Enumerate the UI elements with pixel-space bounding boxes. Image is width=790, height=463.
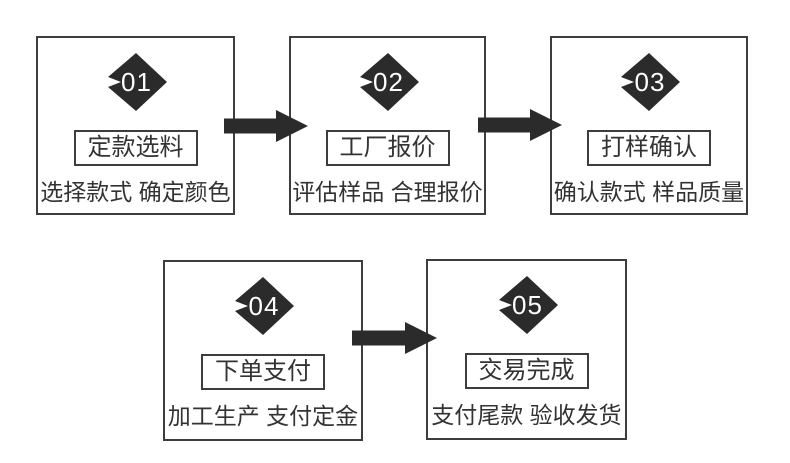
step-subtitle: 加工生产 支付定金 — [167, 403, 359, 429]
diamond-badge: 03 — [618, 53, 680, 111]
step-title: 交易完成 — [464, 353, 589, 389]
step-title: 定款选料 — [73, 130, 198, 166]
step-box-01: 01 定款选料 选择款式 确定颜色 — [36, 36, 235, 215]
diamond-ribbon-icon — [235, 277, 294, 335]
diamond-badge: 04 — [232, 277, 294, 335]
diamond-badge: 05 — [496, 276, 558, 334]
step-subtitle: 选择款式 确定颜色 — [40, 179, 231, 205]
diamond-ribbon-icon — [498, 276, 558, 334]
diamond-badge: 02 — [357, 53, 419, 111]
diamond-ribbon-icon — [107, 53, 167, 111]
diamond-ribbon-icon — [621, 53, 680, 111]
diamond-badge: 01 — [105, 53, 167, 111]
step-box-05: 05 交易完成 支付尾款 验收发货 — [426, 259, 627, 440]
flow-arrow-right-icon-3 — [352, 322, 437, 354]
step-box-02: 02 工厂报价 评估样品 合理报价 — [289, 36, 486, 215]
step-box-04: 04 下单支付 加工生产 支付定金 — [163, 260, 363, 441]
step-title: 工厂报价 — [325, 130, 450, 166]
diamond-ribbon-icon — [359, 53, 419, 111]
step-number: 03 — [634, 66, 666, 97]
step-subtitle: 评估样品 合理报价 — [292, 179, 483, 205]
step-box-03: 03 打样确认 确认款式 样品质量 — [550, 36, 748, 215]
step-title: 下单支付 — [201, 354, 325, 390]
step-number: 04 — [248, 290, 280, 321]
flow-arrow-right-icon-1 — [224, 110, 308, 142]
step-number: 02 — [373, 66, 404, 97]
step-subtitle: 确认款式 样品质量 — [553, 179, 745, 205]
step-title: 打样确认 — [587, 130, 711, 166]
step-number: 01 — [121, 66, 152, 97]
step-subtitle: 支付尾款 验收发货 — [431, 402, 622, 428]
step-number: 05 — [512, 289, 543, 320]
flow-arrow-right-icon-2 — [478, 109, 562, 141]
